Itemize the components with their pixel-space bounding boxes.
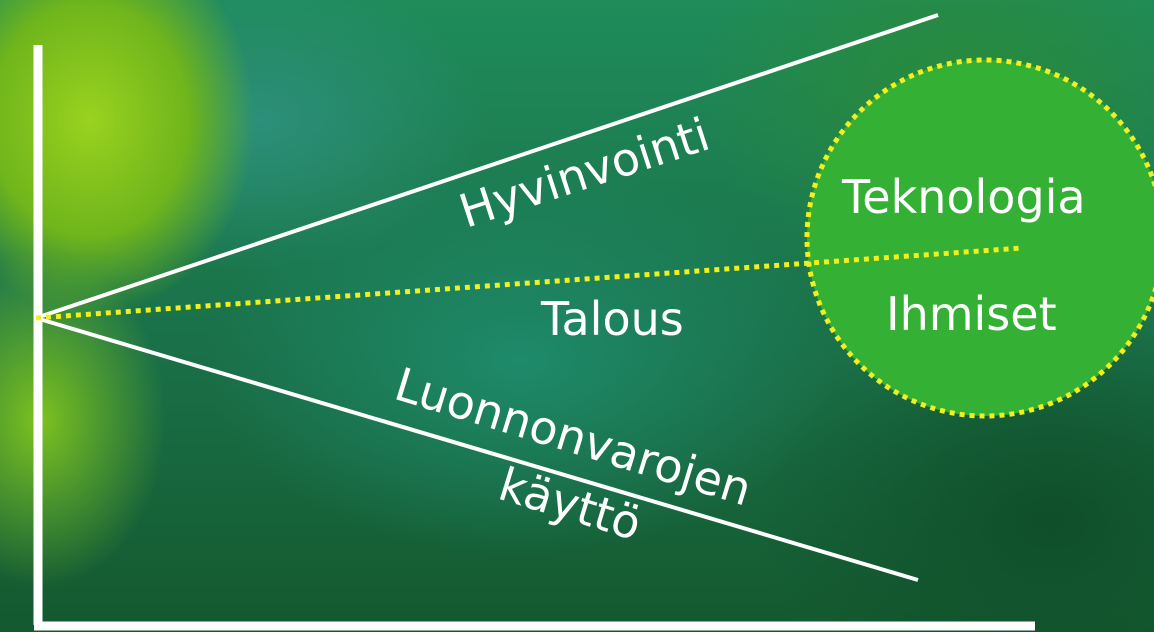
center-circle <box>804 57 1154 419</box>
label-ihmiset: Ihmiset <box>886 287 1057 341</box>
upper-ray <box>35 13 939 320</box>
label-teknologia: Teknologia <box>841 170 1086 224</box>
middle-dotted-ray <box>35 245 1023 321</box>
label-talous: Talous <box>540 292 684 346</box>
label-hyvinvointi: Hyvinvointi <box>453 107 716 238</box>
lower-ray <box>35 316 919 582</box>
